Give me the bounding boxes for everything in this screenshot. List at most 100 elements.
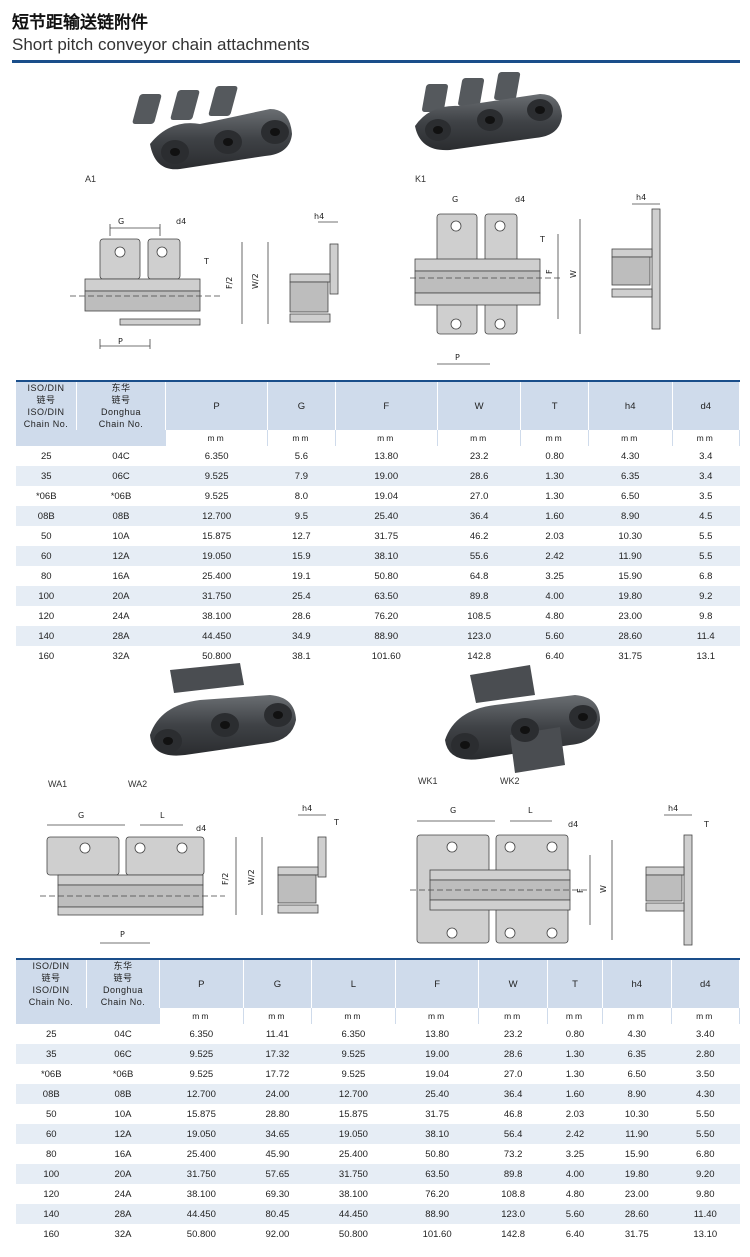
table-cell: 19.1: [267, 566, 336, 586]
table-cell: 19.050: [159, 1124, 244, 1144]
table-cell: 32A: [76, 646, 166, 666]
table-cell: 36.4: [478, 1084, 548, 1104]
table-cell: 50.80: [395, 1144, 479, 1164]
table-cell: 2.03: [547, 1104, 603, 1124]
table-cell: 31.75: [588, 646, 673, 666]
table-cell: 3.4: [672, 466, 740, 486]
table-cell: 19.050: [165, 546, 268, 566]
table-cell: 28A: [86, 1204, 160, 1224]
table1-col-p: P: [165, 382, 269, 430]
table1-col-donghua: 东华 链号 Donghua Chain No.: [76, 382, 166, 430]
bottom-figures: WA1 WA2 WK1 WK2 G L d4 F/2 W/2 P h4 T: [40, 663, 709, 946]
table1-col-f: F: [335, 382, 438, 430]
table-cell: 160: [16, 646, 77, 666]
dim-t: T: [203, 257, 209, 266]
table-cell: 63.50: [335, 586, 438, 606]
chain-no-label: Chain No.: [23, 419, 69, 429]
table-cell: 50: [16, 526, 77, 546]
table-cell: 15.9: [267, 546, 336, 566]
table-cell: 123.0: [478, 1204, 548, 1224]
table-cell: 120: [16, 1184, 87, 1204]
table-cell: 5.5: [672, 546, 740, 566]
table2-unit: mm: [243, 1008, 313, 1024]
table-cell: 5.50: [671, 1124, 740, 1144]
dim-p: P: [118, 337, 123, 346]
table-cell: 108.8: [478, 1184, 548, 1204]
a1-side-drawing: [289, 221, 339, 323]
dim-p: P: [455, 353, 460, 362]
table-cell: 6.50: [588, 486, 673, 506]
table-cell: 50.800: [311, 1224, 396, 1244]
dim-g: G: [118, 217, 124, 226]
table-cell: 38.100: [159, 1184, 244, 1204]
dim-t: T: [333, 818, 339, 827]
table2-col-d4: d4: [671, 960, 741, 1008]
table-cell: 38.1: [267, 646, 336, 666]
table-cell: *06B: [76, 486, 166, 506]
table-cell: 13.1: [672, 646, 740, 666]
table-cell: 45.90: [243, 1144, 312, 1164]
table-cell: 24A: [86, 1184, 160, 1204]
table-cell: 108.5: [437, 606, 521, 626]
table-cell: 35: [16, 466, 77, 486]
dh-label-cn: 东华: [111, 383, 131, 393]
table-cell: 100: [16, 1164, 87, 1184]
table-cell: 4.00: [520, 586, 589, 606]
table-cell: 10A: [76, 526, 166, 546]
table-cell: 19.80: [602, 1164, 672, 1184]
table-cell: 16A: [76, 566, 166, 586]
table-cell: 9.5: [267, 506, 336, 526]
table-cell: 20A: [76, 586, 166, 606]
table-cell: 9.525: [165, 466, 268, 486]
table-cell: 25.40: [335, 506, 438, 526]
table-cell: 50: [16, 1104, 87, 1124]
table-cell: 23.2: [437, 446, 521, 466]
table2-unit: mm: [395, 1008, 480, 1024]
table-cell: 12.700: [159, 1084, 244, 1104]
title-english: Short pitch conveyor chain attachments: [12, 35, 310, 54]
table-cell: 06C: [76, 466, 166, 486]
table-cell: 89.8: [437, 586, 521, 606]
table2-col-w: W: [478, 960, 548, 1008]
table-cell: 3.5: [672, 486, 740, 506]
table-cell: 76.20: [395, 1184, 479, 1204]
chain-no-label: Chain No.: [28, 997, 74, 1007]
a1-chain-photo: [132, 86, 292, 170]
chain-no-label: Chain No.: [98, 419, 144, 429]
table-cell: 9.8: [672, 606, 740, 626]
table-cell: 13.10: [671, 1224, 740, 1244]
table-cell: 56.4: [478, 1124, 548, 1144]
k1-side-drawing: [611, 203, 661, 330]
table-cell: 1.60: [547, 1084, 603, 1104]
table-cell: 31.750: [159, 1164, 244, 1184]
table-cell: 1.60: [520, 506, 589, 526]
table-cell: 80: [16, 1144, 87, 1164]
dim-w2: W/2: [247, 869, 256, 885]
table-cell: 6.40: [547, 1224, 603, 1244]
table-cell: 25.400: [165, 566, 268, 586]
table1-col-w: W: [437, 382, 522, 430]
iso-label-2: ISO/DIN: [32, 985, 70, 995]
table-cell: 15.90: [602, 1144, 672, 1164]
table1-unit: mm: [335, 430, 438, 446]
table-cell: 32A: [86, 1224, 160, 1244]
table-cell: 8.0: [267, 486, 336, 506]
table-cell: 4.30: [671, 1084, 740, 1104]
table-cell: 19.04: [335, 486, 438, 506]
table-cell: 25.4: [267, 586, 336, 606]
dh-label: Donghua: [102, 985, 144, 995]
table-cell: 31.750: [311, 1164, 396, 1184]
table-cell: 6.80: [671, 1144, 740, 1164]
table-cell: 3.40: [671, 1024, 740, 1044]
table-cell: 28.60: [588, 626, 673, 646]
table-cell: 31.75: [335, 526, 438, 546]
table-cell: 64.8: [437, 566, 521, 586]
table-cell: 23.00: [588, 606, 673, 626]
table-cell: *06B: [16, 486, 77, 506]
table-cell: 11.4: [672, 626, 740, 646]
